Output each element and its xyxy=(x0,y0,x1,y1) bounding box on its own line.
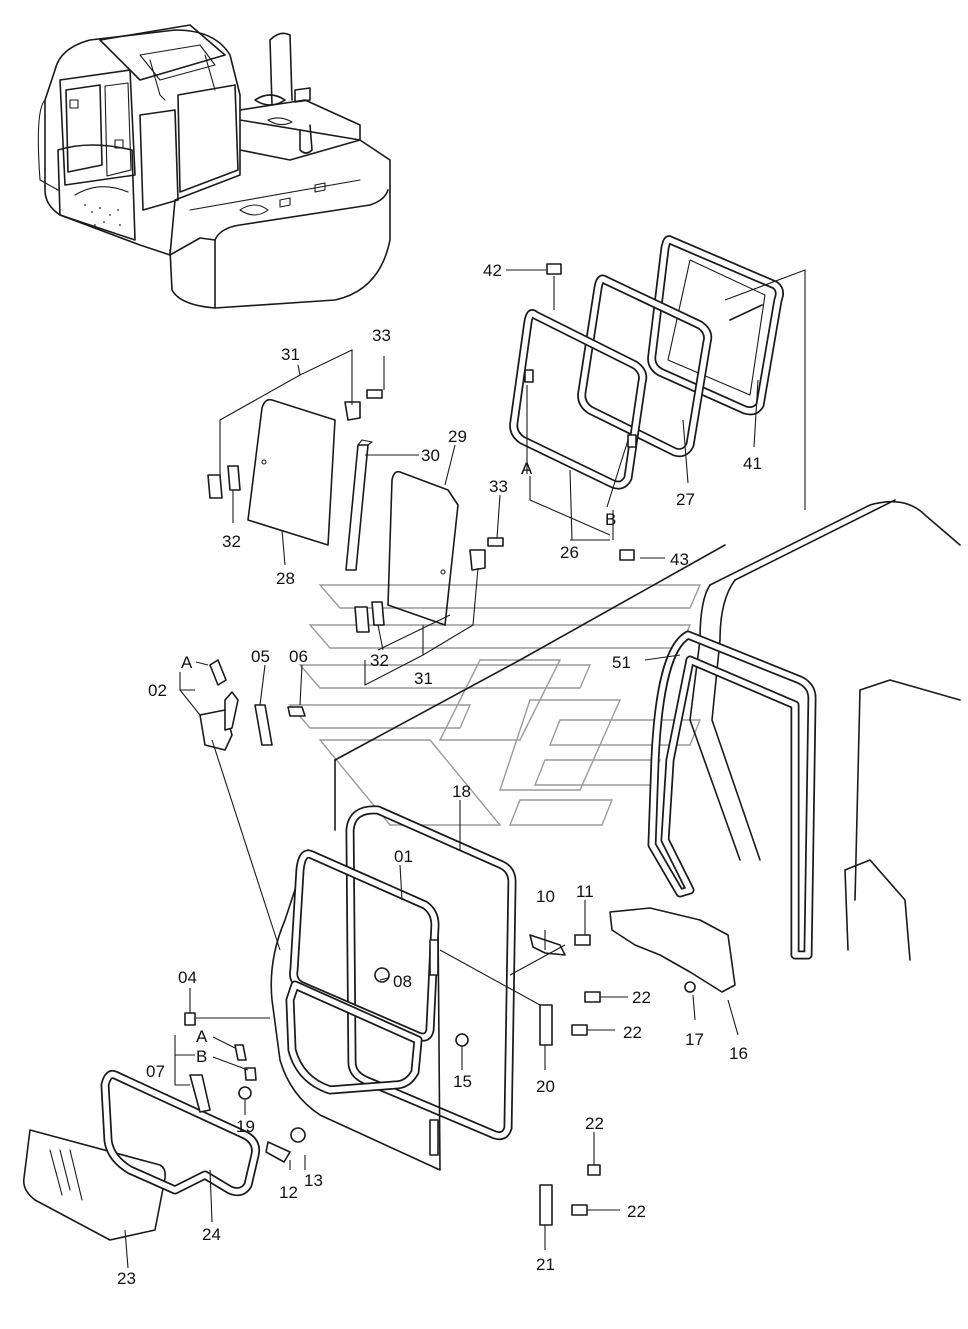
hinge-icon xyxy=(69,99,79,109)
callout-32-upper: 32 xyxy=(222,532,241,551)
slide-glass-group xyxy=(207,389,504,633)
part-21-hinge xyxy=(539,1184,553,1226)
part-02-latch xyxy=(199,709,233,751)
part-32-plate xyxy=(227,465,241,491)
part-32-plate xyxy=(354,606,370,633)
callout-17: 17 xyxy=(685,1030,704,1049)
ref-A-top: A xyxy=(521,459,533,478)
part-43-block xyxy=(619,549,635,561)
callout-22-a: 22 xyxy=(632,988,651,1007)
callout-05: 05 xyxy=(251,647,270,666)
callout-07: 07 xyxy=(146,1062,165,1081)
part-22-bolt xyxy=(584,991,601,1003)
part-10-bracket xyxy=(529,934,566,956)
hinge-icon xyxy=(429,939,439,976)
callout-19: 19 xyxy=(236,1117,255,1136)
part-32-plate xyxy=(207,474,223,499)
part-13-nut xyxy=(290,1127,306,1143)
part-22-bolt xyxy=(571,1204,588,1216)
leader-lines xyxy=(124,269,806,1269)
part-33-bolt xyxy=(487,537,504,547)
callout-31-upper: 31 xyxy=(281,345,300,364)
callout-13: 13 xyxy=(304,1171,323,1190)
callout-10: 10 xyxy=(536,887,555,906)
callout-08: 08 xyxy=(393,972,412,991)
ref-B-top: B xyxy=(605,510,616,529)
callout-20: 20 xyxy=(536,1077,555,1096)
callout-15: 15 xyxy=(453,1072,472,1091)
callout-06: 06 xyxy=(289,647,308,666)
callout-30: 30 xyxy=(421,446,440,465)
part-16-plate xyxy=(609,907,736,993)
callout-24: 24 xyxy=(202,1225,221,1244)
part-12-hook xyxy=(265,1141,291,1163)
ref-B-bottom: B xyxy=(196,1047,207,1066)
callout-51: 51 xyxy=(612,653,631,672)
part-20-hinge xyxy=(539,1004,553,1046)
part-A-knob xyxy=(209,659,227,686)
part-04-bolt xyxy=(184,1012,196,1026)
callout-22-b: 22 xyxy=(623,1023,642,1042)
callout-22-c: 22 xyxy=(585,1114,604,1133)
part-32-plate xyxy=(371,601,385,626)
door-assembly xyxy=(270,544,726,1171)
watermark-logo xyxy=(288,584,702,826)
callout-33-lower: 33 xyxy=(489,477,508,496)
part-31-bracket xyxy=(469,549,486,571)
part-07-clip xyxy=(234,1044,247,1061)
part-B-nut xyxy=(244,1067,257,1081)
part-19-cap xyxy=(238,1086,252,1100)
callout-21: 21 xyxy=(536,1255,555,1274)
callout-43: 43 xyxy=(670,550,689,569)
callout-04: 04 xyxy=(178,968,197,987)
excavator-overview xyxy=(37,24,391,309)
part-17-bolt xyxy=(684,981,696,993)
part-31-bracket xyxy=(344,401,361,421)
part-33-bolt xyxy=(366,389,383,399)
callout-labels: 42 41 27 26 A B 43 51 31 33 29 30 33 32 … xyxy=(117,261,762,1288)
lower-glass-group xyxy=(22,1070,260,1241)
callout-32-lower: 32 xyxy=(370,651,389,670)
part-42-block xyxy=(546,263,562,275)
callout-18: 18 xyxy=(452,782,471,801)
cab-body xyxy=(647,499,961,961)
callout-16: 16 xyxy=(729,1044,748,1063)
ref-A-left: A xyxy=(181,653,193,672)
hinge-icon xyxy=(429,1119,439,1156)
part-15-bolt xyxy=(455,1033,469,1047)
callout-23: 23 xyxy=(117,1269,136,1288)
hinge-icon xyxy=(114,139,124,149)
callout-27: 27 xyxy=(676,490,695,509)
part-05-plate xyxy=(254,704,273,746)
callout-28: 28 xyxy=(276,569,295,588)
part-22-bolt xyxy=(571,1024,588,1036)
part-02-handle xyxy=(224,691,239,731)
part-11-bolt xyxy=(574,934,591,946)
part-07-handle xyxy=(189,1074,211,1113)
callout-02: 02 xyxy=(148,681,167,700)
callout-41: 41 xyxy=(743,454,762,473)
part-22-bolt xyxy=(587,1164,601,1176)
callout-33-upper: 33 xyxy=(372,326,391,345)
callout-12: 12 xyxy=(279,1183,298,1202)
side-window-frames xyxy=(509,235,784,561)
callout-11: 11 xyxy=(576,882,594,901)
clip-icon xyxy=(524,369,534,383)
callout-31-lower: 31 xyxy=(414,669,433,688)
callout-01: 01 xyxy=(394,847,413,866)
clip-icon xyxy=(627,434,637,448)
callout-26: 26 xyxy=(560,543,579,562)
callout-29: 29 xyxy=(448,427,467,446)
callout-42: 42 xyxy=(483,261,502,280)
ref-A-bottom: A xyxy=(196,1027,208,1046)
part-06-bolt xyxy=(287,706,306,717)
callout-22-d: 22 xyxy=(627,1202,646,1221)
